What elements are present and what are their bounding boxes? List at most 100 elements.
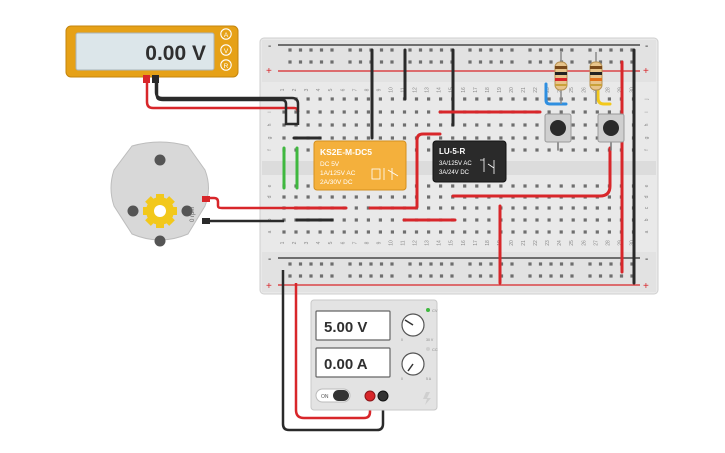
- psu-voltage-knob[interactable]: [401, 313, 425, 337]
- breadboard-hole[interactable]: [309, 60, 313, 64]
- breadboard-hole[interactable]: [499, 123, 503, 127]
- breadboard-hole[interactable]: [379, 48, 384, 52]
- breadboard-hole[interactable]: [282, 110, 286, 114]
- breadboard-hole[interactable]: [342, 136, 346, 140]
- breadboard-hole[interactable]: [330, 97, 334, 101]
- breadboard-hole[interactable]: [583, 230, 587, 234]
- breadboard-hole[interactable]: [528, 274, 532, 278]
- breadboard-hole[interactable]: [379, 262, 384, 266]
- breadboard-hole[interactable]: [366, 195, 370, 199]
- pushbutton-cap[interactable]: [550, 120, 566, 136]
- psu-lead-red[interactable]: [294, 283, 372, 420]
- breadboard-hole[interactable]: [354, 123, 358, 127]
- breadboard-hole[interactable]: [342, 218, 346, 222]
- breadboard-hole[interactable]: [559, 206, 563, 210]
- psu-terminal-positive[interactable]: [364, 390, 376, 402]
- breadboard-hole[interactable]: [489, 262, 493, 266]
- breadboard-hole[interactable]: [595, 110, 599, 114]
- breadboard-hole[interactable]: [319, 262, 324, 266]
- breadboard-hole[interactable]: [390, 123, 394, 127]
- breadboard-hole[interactable]: [607, 110, 611, 114]
- breadboard-hole[interactable]: [475, 218, 479, 222]
- breadboard-hole[interactable]: [468, 48, 472, 52]
- breadboard-hole[interactable]: [609, 262, 613, 266]
- breadboard-hole[interactable]: [583, 148, 587, 152]
- breadboard-hole[interactable]: [598, 262, 603, 266]
- breadboard-hole[interactable]: [306, 123, 310, 127]
- breadboard-hole[interactable]: [330, 60, 334, 64]
- breadboard-hole[interactable]: [559, 218, 563, 222]
- breadboard-hole[interactable]: [439, 60, 444, 64]
- breadboard-hole[interactable]: [463, 206, 467, 210]
- psu-power-switch[interactable]: ON: [315, 388, 351, 403]
- psu-lead-black[interactable]: [281, 270, 385, 432]
- breadboard-hole[interactable]: [402, 123, 407, 127]
- relay-ks2e[interactable]: KS2E-M-DC5 DC 5V 1A/125V AC 2A/30V DC: [313, 140, 407, 191]
- breadboard-hole[interactable]: [523, 97, 527, 101]
- breadboard-hole[interactable]: [330, 123, 334, 127]
- breadboard-hole[interactable]: [549, 262, 553, 266]
- breadboard-hole[interactable]: [499, 97, 503, 101]
- breadboard-hole[interactable]: [390, 48, 394, 52]
- breadboard-hole[interactable]: [535, 97, 539, 101]
- breadboard-hole[interactable]: [366, 110, 370, 114]
- breadboard-hole[interactable]: [366, 218, 370, 222]
- breadboard-hole[interactable]: [330, 230, 334, 234]
- wire-yellow[interactable]: [596, 82, 612, 106]
- breadboard-hole[interactable]: [390, 195, 394, 199]
- breadboard-hole[interactable]: [571, 123, 575, 127]
- resistor[interactable]: [589, 52, 603, 104]
- breadboard-hole[interactable]: [414, 97, 419, 101]
- power-supply[interactable]: 5.00 V 0.00 A CV CC 0 30 V 0 5 A ON: [310, 299, 438, 411]
- breadboard-hole[interactable]: [390, 262, 394, 266]
- breadboard-hole[interactable]: [427, 110, 431, 114]
- breadboard-hole[interactable]: [318, 230, 322, 234]
- breadboard-hole[interactable]: [379, 60, 384, 64]
- breadboard-hole[interactable]: [571, 148, 575, 152]
- breadboard-hole[interactable]: [511, 184, 515, 188]
- breadboard-hole[interactable]: [379, 274, 384, 278]
- breadboard-hole[interactable]: [559, 110, 563, 114]
- breadboard-hole[interactable]: [354, 230, 358, 234]
- breadboard-hole[interactable]: [511, 230, 515, 234]
- breadboard-hole[interactable]: [583, 184, 587, 188]
- breadboard-hole[interactable]: [439, 274, 444, 278]
- breadboard-hole[interactable]: [366, 206, 370, 210]
- breadboard-hole[interactable]: [427, 195, 431, 199]
- breadboard-hole[interactable]: [306, 184, 310, 188]
- breadboard-hole[interactable]: [559, 148, 563, 152]
- breadboard-hole[interactable]: [535, 184, 539, 188]
- breadboard-hole[interactable]: [487, 230, 491, 234]
- breadboard-hole[interactable]: [439, 206, 443, 210]
- breadboard-hole[interactable]: [528, 48, 532, 52]
- breadboard-hole[interactable]: [538, 274, 543, 278]
- breadboard-hole[interactable]: [408, 274, 412, 278]
- breadboard-hole[interactable]: [468, 274, 472, 278]
- breadboard-hole[interactable]: [475, 97, 479, 101]
- breadboard-hole[interactable]: [418, 274, 423, 278]
- breadboard-hole[interactable]: [468, 60, 472, 64]
- breadboard-hole[interactable]: [559, 274, 564, 278]
- breadboard-hole[interactable]: [510, 274, 514, 278]
- breadboard-hole[interactable]: [607, 206, 611, 210]
- breadboard-hole[interactable]: [330, 274, 334, 278]
- breadboard-hole[interactable]: [427, 136, 431, 140]
- breadboard-hole[interactable]: [588, 262, 592, 266]
- motor-terminal-red[interactable]: [202, 196, 210, 202]
- breadboard-hole[interactable]: [348, 48, 352, 52]
- breadboard-hole[interactable]: [429, 48, 433, 52]
- breadboard-hole[interactable]: [451, 206, 455, 210]
- breadboard-hole[interactable]: [408, 48, 412, 52]
- multimeter-mode-r[interactable]: R: [220, 59, 232, 71]
- breadboard-hole[interactable]: [378, 230, 382, 234]
- breadboard-hole[interactable]: [463, 230, 467, 234]
- breadboard-hole[interactable]: [439, 48, 444, 52]
- breadboard-hole[interactable]: [282, 195, 286, 199]
- breadboard-hole[interactable]: [330, 110, 334, 114]
- breadboard-hole[interactable]: [330, 262, 334, 266]
- breadboard-hole[interactable]: [358, 48, 363, 52]
- breadboard-hole[interactable]: [511, 136, 515, 140]
- breadboard-hole[interactable]: [418, 262, 423, 266]
- breadboard-hole[interactable]: [523, 206, 527, 210]
- breadboard-hole[interactable]: [451, 184, 455, 188]
